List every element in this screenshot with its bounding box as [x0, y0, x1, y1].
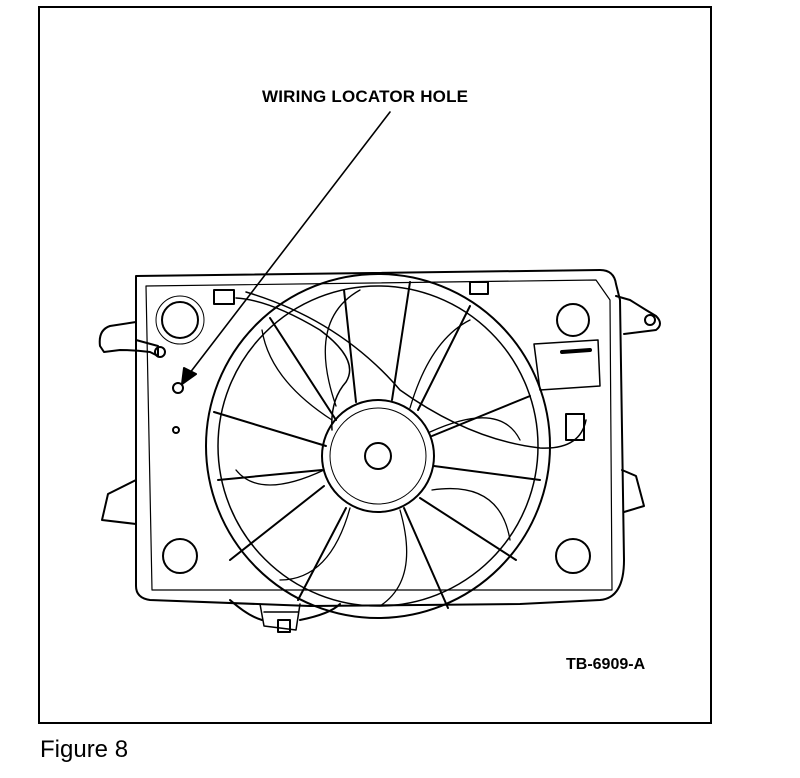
- shroud-outline: [135, 269, 625, 607]
- wiring-locator-hole: [172, 382, 184, 394]
- callout-label: WIRING LOCATOR HOLE: [262, 87, 469, 106]
- fan-ring-outer: [205, 273, 551, 619]
- left-bracket: [98, 321, 159, 357]
- figure-caption: Figure 8: [40, 736, 129, 763]
- right-bracket: [615, 295, 661, 335]
- callout-arrowhead: [181, 367, 197, 385]
- wiring-harness: [235, 291, 587, 449]
- diagram-frame: [38, 6, 712, 724]
- fan-hub: [321, 399, 435, 513]
- figure-id: TB-6909-A: [566, 656, 646, 673]
- callout-leader-line: [185, 111, 391, 379]
